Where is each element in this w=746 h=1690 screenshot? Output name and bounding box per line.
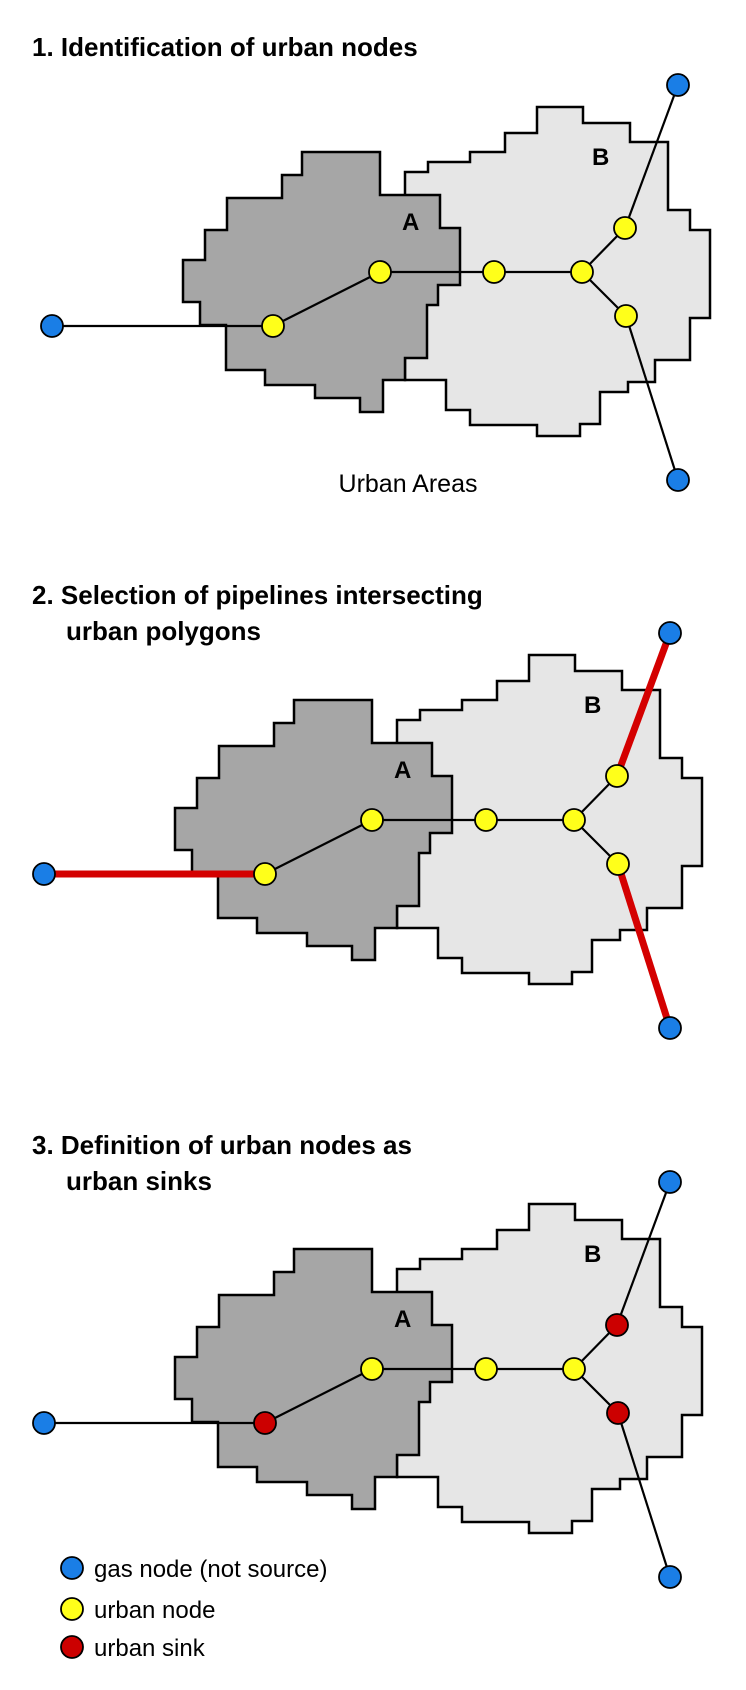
- gas-node: [40, 314, 64, 338]
- panel-3: 3. Definition of urban nodes as urban si…: [32, 1130, 704, 1589]
- yellow-circle-icon: [60, 1597, 84, 1621]
- urban-node: [605, 764, 629, 788]
- polygon-a-label: A: [394, 757, 411, 784]
- polygon-b-label: B: [584, 692, 601, 719]
- red-circle-icon: [60, 1635, 84, 1659]
- legend-item-urban-node: urban node: [60, 1597, 215, 1624]
- legend-item-gas-node: gas node (not source): [60, 1556, 327, 1583]
- gas-node: [658, 1016, 682, 1040]
- urban-node: [368, 260, 392, 284]
- urban-node: [482, 260, 506, 284]
- gas-node: [32, 1411, 56, 1435]
- legend-label: gas node (not source): [94, 1556, 327, 1583]
- selected-pipelines: [44, 631, 674, 1030]
- urban-node: [253, 862, 277, 886]
- urban-node: [570, 260, 594, 284]
- gas-node: [658, 1565, 682, 1589]
- urban-node: [562, 1357, 586, 1381]
- urban-node: [606, 852, 630, 876]
- panel-2-title-line2: urban polygons: [66, 616, 261, 646]
- selected-pipeline: [614, 862, 674, 1030]
- legend-label: urban node: [94, 1597, 215, 1624]
- legend-item-urban-sink: urban sink: [60, 1635, 206, 1662]
- polygon-b-label: B: [592, 144, 609, 171]
- panel-3-title-line1: 3. Definition of urban nodes as: [32, 1130, 412, 1160]
- polygon-a-label: A: [394, 1306, 411, 1333]
- panel-2-title-line1: 2. Selection of pipelines intersecting: [32, 580, 483, 610]
- gas-node: [658, 621, 682, 645]
- urban-areas-caption: Urban Areas: [339, 470, 478, 498]
- gas-node: [32, 862, 56, 886]
- legend-label: urban sink: [94, 1635, 206, 1662]
- pipeline-network: [52, 84, 680, 481]
- gas-node: [666, 73, 690, 97]
- urban-node: [562, 808, 586, 832]
- urban-node: [613, 216, 637, 240]
- urban-sink: [253, 1411, 277, 1435]
- nodes: [32, 1170, 682, 1589]
- nodes: [40, 73, 690, 492]
- polygon-b-label: B: [584, 1241, 601, 1268]
- urban-node: [360, 1357, 384, 1381]
- panel-1: 1. Identification of urban nodes A B Urb…: [32, 32, 712, 498]
- gas-node: [666, 468, 690, 492]
- selected-pipeline: [613, 631, 674, 778]
- legend: gas node (not source) urban node urban s…: [60, 1556, 327, 1662]
- panel-2: 2. Selection of pipelines intersecting u…: [32, 580, 704, 1040]
- urban-node: [261, 314, 285, 338]
- panel-3-title-line2: urban sinks: [66, 1166, 212, 1196]
- urban-node: [614, 304, 638, 328]
- urban-sink: [606, 1401, 630, 1425]
- nodes: [32, 621, 682, 1040]
- urban-node: [474, 1357, 498, 1381]
- panel-1-title: 1. Identification of urban nodes: [32, 32, 418, 62]
- urban-sink: [605, 1313, 629, 1337]
- gas-node: [658, 1170, 682, 1194]
- polygon-a-label: A: [402, 209, 419, 236]
- blue-circle-icon: [60, 1556, 84, 1580]
- urban-node: [360, 808, 384, 832]
- urban-node: [474, 808, 498, 832]
